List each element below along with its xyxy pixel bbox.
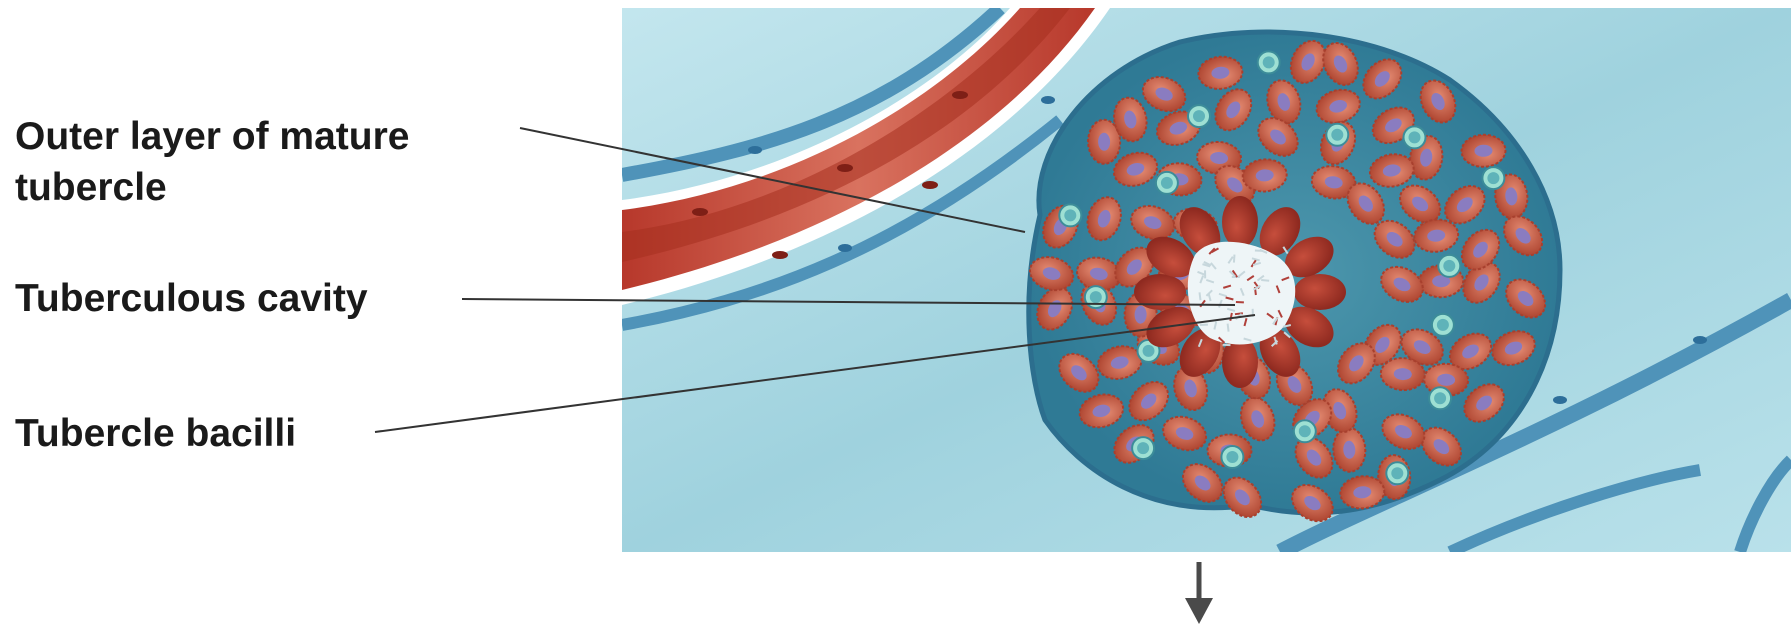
bacillus <box>1204 270 1206 278</box>
lymphocyte <box>1221 446 1243 468</box>
lymphocyte <box>1156 172 1178 194</box>
label-tuberculous-cavity: Tuberculous cavity <box>15 275 368 322</box>
label-outer-layer-line1: Outer layer of mature <box>15 113 409 160</box>
bacillus <box>1222 344 1230 346</box>
core-cell <box>1294 274 1346 310</box>
down-arrow-icon <box>1185 562 1213 624</box>
lymphocyte <box>1132 437 1154 459</box>
lymphocyte <box>1429 387 1451 409</box>
bacillus <box>1236 301 1244 303</box>
label-outer-layer-line2: tubercle <box>15 164 167 211</box>
lymphocyte <box>1386 462 1408 484</box>
lymphocyte <box>1188 105 1210 127</box>
lymphocyte <box>1404 126 1426 148</box>
lymphocyte <box>1432 314 1454 336</box>
lymphocyte <box>1438 255 1460 277</box>
lymphocyte <box>1294 420 1316 442</box>
lymphocyte <box>1059 204 1081 226</box>
lymphocyte <box>1482 167 1504 189</box>
label-tubercle-bacilli: Tubercle bacilli <box>15 410 296 457</box>
core-cell <box>1222 196 1258 248</box>
bacillus <box>1200 324 1208 326</box>
lymphocyte <box>1326 124 1348 146</box>
lymphocyte <box>1258 51 1280 73</box>
